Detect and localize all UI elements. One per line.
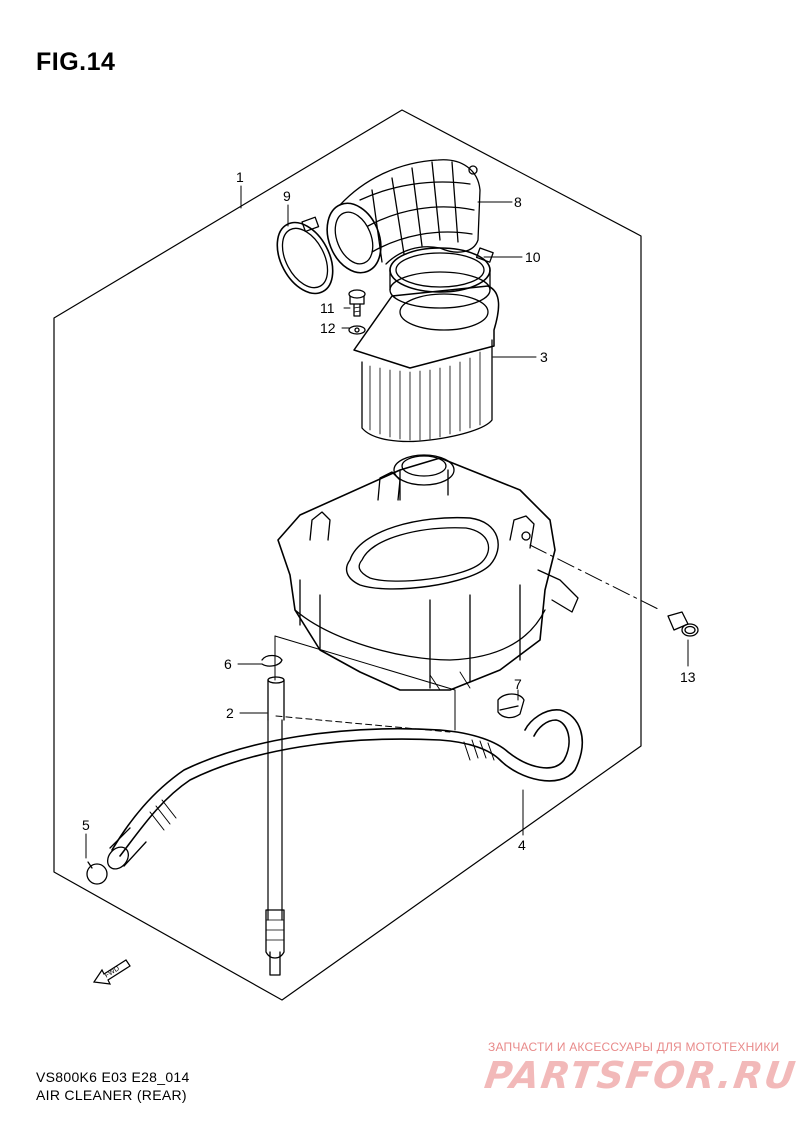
callout-7: 7 (514, 676, 522, 692)
callout-1: 1 (236, 169, 244, 185)
model-code: VS800K6 E03 E28_014 (36, 1069, 190, 1085)
part-2-drain-tube (265, 676, 285, 976)
part-8-intake-duct (326, 159, 481, 274)
callout-9: 9 (283, 188, 291, 204)
callout-6: 6 (224, 656, 232, 672)
watermark-caption: ЗАПЧАСТИ И АКСЕССУАРЫ ДЛЯ МОТОТЕХНИКИ (488, 1040, 780, 1054)
callout-8: 8 (514, 194, 522, 210)
callout-4: 4 (518, 837, 526, 853)
part-10-clamp-ring (389, 247, 494, 309)
callout-10: 10 (525, 249, 541, 265)
callout-3: 3 (540, 349, 548, 365)
forward-direction-arrow-icon: FWD (92, 959, 131, 985)
figure-title: FIG.14 (36, 48, 116, 76)
part-3-filter-element (353, 285, 500, 443)
section-name: AIR CLEANER (REAR) (36, 1087, 187, 1103)
assembly-boundary (53, 109, 642, 1001)
callout-13: 13 (680, 669, 696, 685)
callout-11: 11 (320, 300, 335, 316)
part-6-clip (261, 654, 283, 667)
leader-lines (85, 185, 689, 859)
part-13-bolt (667, 611, 699, 637)
part-11-screw (348, 289, 366, 317)
watermark-logo: PARTSFOR.RU (481, 1054, 800, 1097)
air-cleaner-case (277, 454, 579, 691)
part-4-hose (107, 709, 583, 870)
part-7-hose-clamp (497, 693, 525, 719)
part-9-clamp (276, 216, 334, 295)
callout-5: 5 (82, 817, 90, 833)
part-12-washer (348, 325, 366, 335)
callout-12: 12 (320, 320, 336, 336)
callout-2: 2 (226, 705, 234, 721)
part-5-small-clamp (86, 861, 108, 885)
